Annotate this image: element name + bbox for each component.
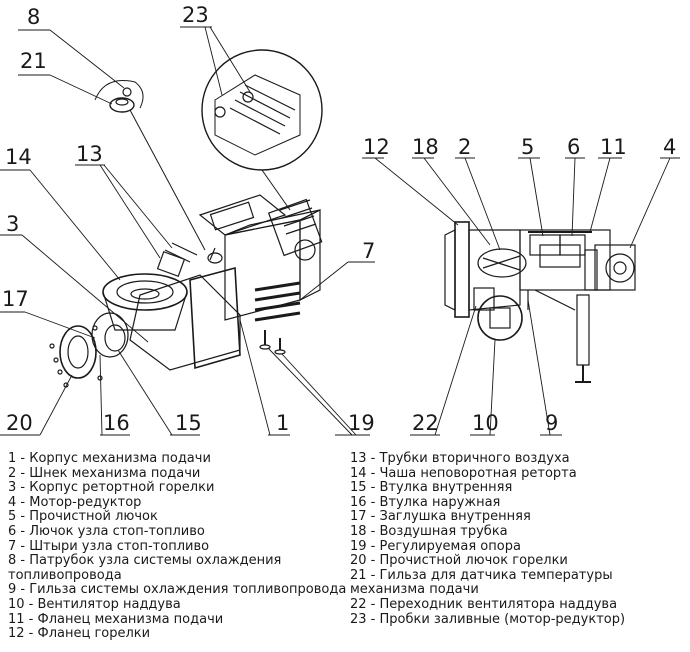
burner-hatch: [59, 325, 97, 379]
detail-circle-reducer: [201, 49, 323, 211]
callout-18: 18: [412, 135, 439, 159]
motor-reducer-side: [594, 244, 636, 291]
legend-item: 5 - Прочистной лючок: [8, 509, 158, 525]
legend-item: 16 - Втулка наружная: [350, 494, 501, 510]
legend-item: 17 - Заглушка внутренняя: [350, 509, 531, 525]
callout-17: 17: [2, 287, 29, 311]
callout-1: 1: [276, 411, 290, 435]
legend-item: 7 - Штыри узла стоп-топливо: [8, 538, 210, 554]
stop-fuel-pins: [254, 281, 301, 322]
callout-10: 10: [472, 411, 499, 435]
callout-15: 15: [175, 411, 202, 435]
callout-2: 2: [458, 135, 472, 159]
legend-item: 2 - Шнек механизма подачи: [8, 465, 201, 481]
legend-item: 11 - Фланец механизма подачи: [8, 611, 224, 627]
burner-flange: [189, 266, 241, 370]
side-view-assembly: [444, 221, 636, 383]
callout-13: 13: [76, 142, 103, 166]
callout-3: 3: [6, 212, 20, 236]
legend-item: 13 - Трубки вторичного воздуха: [350, 451, 570, 466]
legend-item: 4 - Мотор-редуктор: [8, 494, 142, 510]
callout-9: 9: [545, 411, 559, 435]
feeder-box: [198, 194, 287, 236]
legend-left: 1 - Корпус механизма подачи 2 - Шнек мех…: [8, 451, 348, 642]
legend-item: 23 - Пробки заливные (мотор-редуктор): [350, 611, 626, 627]
legend-item: 9 - Гильза системы охлаждения топливопро…: [8, 582, 347, 598]
legend-item: 1 - Корпус механизма подачи: [8, 451, 211, 466]
callout-8: 8: [27, 5, 41, 29]
callout-19: 19: [348, 411, 375, 435]
legend-item: 8 - Патрубок узла системы охлаждения: [8, 553, 282, 569]
legend-item: 18 - Воздушная трубка: [350, 523, 508, 539]
legend-item: топливопровода: [8, 567, 122, 583]
legend-item: 22 - Переходник вентилятора наддува: [350, 596, 618, 612]
legend-right: 13 - Трубки вторичного воздуха 14 - Чаша…: [350, 451, 685, 627]
legend-item: механизма подачи: [350, 582, 479, 598]
legend-item: 15 - Втулка внутренняя: [350, 480, 513, 496]
technical-drawing: [0, 26, 680, 436]
callout-5: 5: [521, 135, 535, 159]
callout-14: 14: [5, 145, 32, 169]
callout-20: 20: [6, 411, 33, 435]
leader-lines: [0, 26, 680, 436]
retort-bowl: [102, 273, 188, 311]
legend-item: 6 - Лючок узла стоп-топливо: [8, 523, 205, 539]
callout-23: 23: [182, 3, 209, 27]
auger: [477, 248, 527, 278]
callout-6: 6: [567, 135, 581, 159]
callout-22: 22: [412, 411, 439, 435]
burner-flange-side: [454, 221, 470, 318]
callout-7: 7: [362, 239, 376, 263]
blower-fan: [477, 295, 523, 341]
legend-item: 12 - Фланец горелки: [8, 626, 151, 642]
isometric-assembly: [49, 194, 323, 388]
callout-12: 12: [363, 135, 390, 159]
legend-item: 19 - Регулируемая опора: [350, 538, 521, 554]
legend-item: 20 - Прочистной лючок горелки: [350, 553, 568, 569]
detail-circle-sensor: [94, 80, 206, 251]
callout-21: 21: [20, 49, 47, 73]
outer-sleeve: [91, 312, 129, 358]
legend-item: 21 - Гильза для датчика температуры: [350, 567, 613, 583]
legend-item: 3 - Корпус ретортной горелки: [8, 480, 215, 496]
callout-4: 4: [663, 135, 677, 159]
fan-adapter: [473, 287, 495, 311]
callout-16: 16: [103, 411, 130, 435]
legend-item: 10 - Вентилятор наддува: [8, 596, 181, 612]
callout-11: 11: [600, 135, 627, 159]
legend-item: 14 - Чаша неповоротная реторта: [350, 465, 577, 481]
inner-sleeve: [104, 324, 126, 352]
